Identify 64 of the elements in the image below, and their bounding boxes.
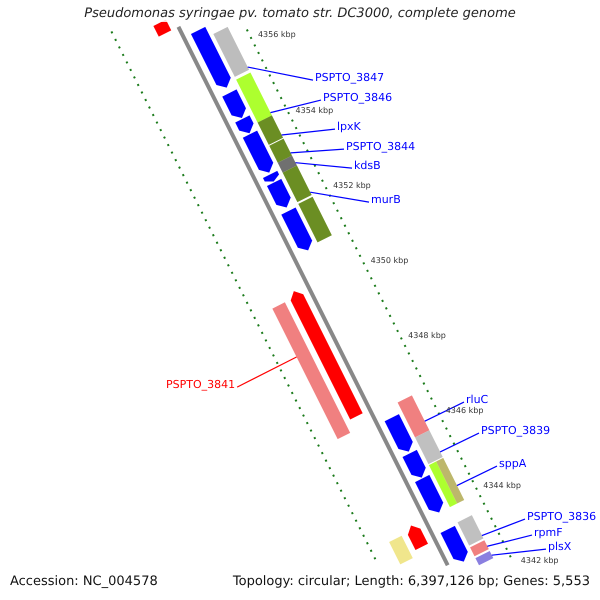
gene-feature: [262, 170, 280, 182]
leader-line: [456, 466, 498, 486]
scale-label: 4352 kbp: [333, 180, 371, 191]
gene-segment: [272, 302, 350, 440]
gene-feature: [415, 474, 444, 512]
gene-feature: [384, 414, 413, 452]
gene-feature: [235, 115, 254, 134]
gene-feature: [440, 526, 468, 562]
scale-label: 4354 kbp: [296, 106, 334, 116]
leader-line: [290, 148, 344, 154]
gene-segment: [278, 156, 297, 173]
leader-line: [236, 356, 297, 388]
leader-line: [282, 128, 336, 136]
scale-label: 4356 kbp: [258, 30, 296, 40]
leader-line: [440, 432, 480, 452]
leader-line: [492, 548, 546, 556]
gene-label: plsX: [548, 540, 572, 553]
gene-segment: [470, 540, 489, 556]
gene-feature: [190, 26, 231, 88]
leader-line: [482, 518, 526, 536]
gene-label: PSPTO_3847: [315, 71, 384, 84]
gene-label: PSPTO_3836: [527, 510, 596, 523]
gene-label: PSPTO_3846: [323, 91, 392, 104]
scale-label: 4344 kbp: [483, 481, 521, 492]
scale-label: 4342 kbp: [520, 556, 558, 566]
gene-feature: [222, 89, 246, 118]
leader-line: [310, 192, 370, 203]
scale-label: 4350 kbp: [370, 256, 408, 266]
gene-label: PSPTO_3841: [166, 378, 236, 391]
footer-text: Accession: NC_004578: [10, 574, 158, 589]
gene-feature: [281, 208, 312, 250]
gene-segment: [236, 72, 272, 123]
gene-label: rpmF: [534, 526, 563, 539]
footer-text: Topology: circular; Length: 6,397,126 bp; Genes: 5,553: [232, 574, 590, 589]
gene-label: rluC: [466, 393, 488, 406]
gene-segment: [436, 458, 464, 504]
gene-feature: [402, 450, 426, 478]
leader-line: [270, 100, 322, 114]
gene-label: PSPTO_3844: [346, 140, 416, 153]
gene-label: lpxK: [337, 120, 361, 133]
leader-line: [487, 534, 532, 547]
gene-feature: [408, 525, 428, 550]
scale-label: 4346 kbp: [446, 406, 484, 416]
gene-segment: [153, 20, 172, 37]
leader-line: [248, 66, 314, 81]
gene-label: kdsB: [354, 159, 381, 172]
gene-label: murB: [371, 193, 401, 206]
gene-segment: [269, 138, 292, 163]
leader-line: [295, 162, 352, 169]
gene-segment: [475, 550, 494, 566]
gene-segment: [213, 26, 250, 77]
gene-segment: [298, 196, 332, 242]
gene-segment: [428, 462, 458, 508]
gene-segment: [389, 536, 413, 564]
gene-feature: [242, 130, 274, 173]
gene-label: PSPTO_3839: [481, 424, 550, 437]
gene-segment: [398, 395, 430, 438]
gene-feature: [290, 291, 363, 420]
gene-segment: [282, 165, 312, 202]
gene-segment: [258, 115, 284, 145]
gene-segment: [458, 515, 484, 546]
gene-label: sppA: [499, 457, 526, 470]
gene-segment: [415, 430, 443, 464]
scale-label: 4348 kbp: [408, 330, 446, 341]
